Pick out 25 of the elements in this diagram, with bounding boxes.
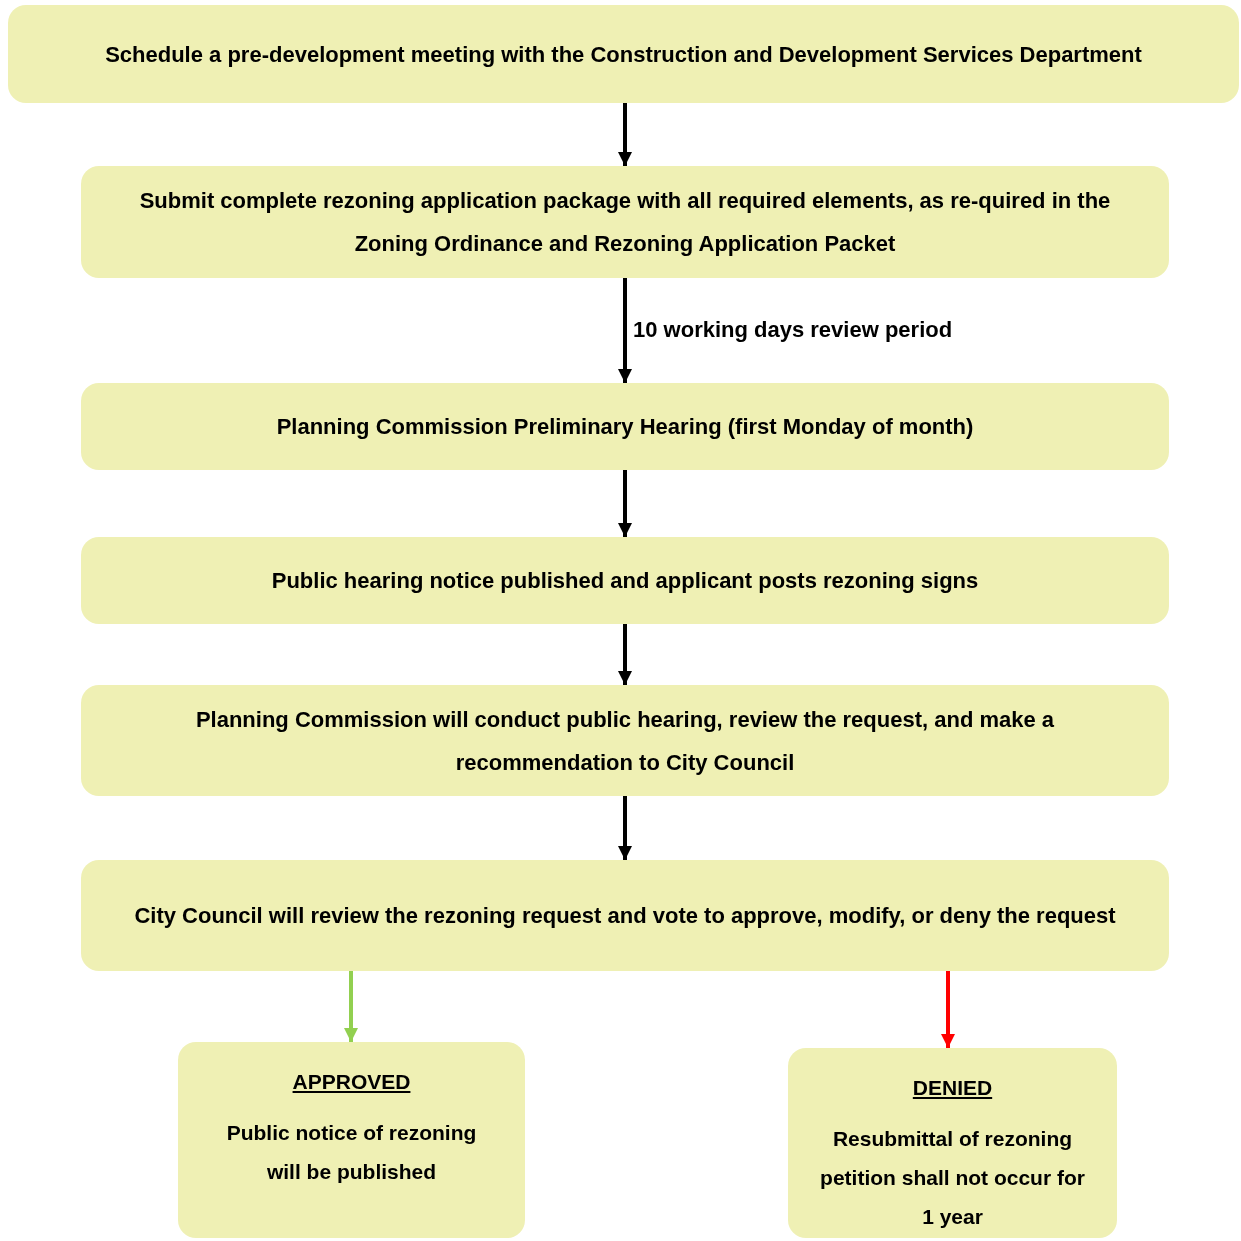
process-box (178, 1042, 525, 1238)
outcome-heading: APPROVED (292, 1069, 411, 1095)
process-box (81, 537, 1169, 624)
arrow (618, 278, 632, 383)
process-box (788, 1048, 1117, 1238)
process-box (81, 685, 1169, 796)
step-text: Resubmittal of rezoning petition shall not occur for 1 year (819, 1126, 1086, 1230)
process-box (81, 383, 1169, 470)
arrow (941, 971, 955, 1048)
arrow (618, 103, 632, 166)
arrow (344, 971, 358, 1042)
process-box (8, 5, 1239, 103)
arrow (618, 470, 632, 537)
process-box (81, 166, 1169, 278)
step-text: Planning Commission will conduct public hearing, review the request, and make a recommendation to City Council (194, 705, 1056, 777)
step-text: City Council will review the rezoning request and vote to approve, modify, or deny the request (134, 902, 1116, 930)
step-text: Planning Commission Preliminary Hearing (first Monday of month) (276, 413, 974, 441)
step-text: Schedule a pre-development meeting with the Construction and Development Services Department (105, 40, 1142, 69)
outcome-heading: DENIED (912, 1075, 993, 1101)
arrow (618, 796, 632, 860)
process-box (81, 860, 1169, 971)
step-text: Public notice of rezoning will be published (225, 1120, 478, 1185)
arrow (618, 624, 632, 685)
step-text: Submit complete rezoning application package with all required elements, as re-quired in the Zoning Ordinance and Rezoning Application Packet (138, 187, 1112, 258)
step-text: Public hearing notice published and applicant posts rezoning signs (271, 567, 979, 595)
